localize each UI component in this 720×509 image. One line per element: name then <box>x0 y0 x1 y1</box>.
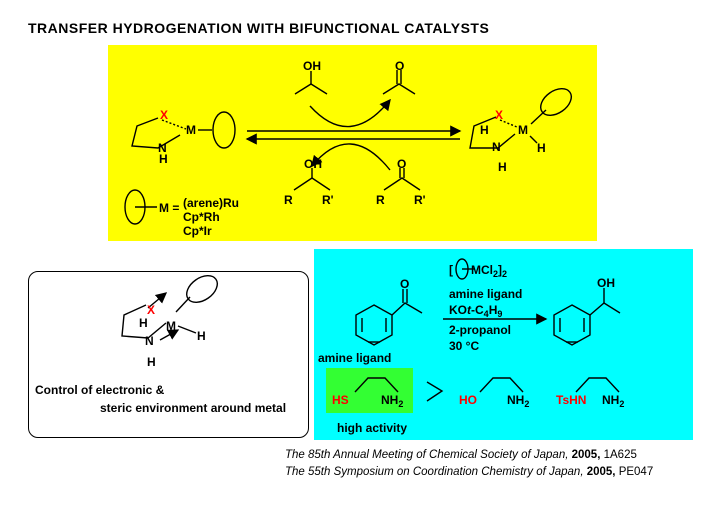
solvent-label: 2-propanol <box>449 323 511 337</box>
n-label: N <box>158 141 167 155</box>
h-label: H <box>159 152 168 166</box>
metal-cp-ir: Cp*Ir <box>183 224 212 238</box>
control-line-1: Control of electronic & <box>35 383 165 397</box>
tshn-label: TsHN <box>556 393 586 407</box>
r-label: R <box>376 193 385 207</box>
oh-label: OH <box>304 157 322 171</box>
bottom-curved-arrow <box>311 143 391 171</box>
control-box <box>28 271 309 438</box>
page-title: TRANSFER HYDROGENATION WITH BIFUNCTIONAL… <box>28 20 490 36</box>
amine-ligand-label: amine ligand <box>318 351 391 365</box>
h-label: H <box>139 316 148 330</box>
temperature-label: 30 °C <box>449 339 479 353</box>
amine-ligand-reagent: amine ligand <box>449 287 522 301</box>
n-label: N <box>145 334 154 348</box>
top-curved-arrow <box>309 98 391 128</box>
h-label: H <box>197 329 206 343</box>
h-label: H <box>147 355 156 369</box>
product-oh-label: OH <box>597 276 615 290</box>
reference-1: The 85th Annual Meeting of Chemical Soci… <box>285 449 637 461</box>
o-label: O <box>397 157 406 171</box>
m-label: M <box>186 123 196 137</box>
isopropanol-bonds <box>294 83 328 95</box>
x-label: X <box>147 303 155 317</box>
nh2-label: NH2 <box>602 393 624 409</box>
metal-cp-rh: Cp*Rh <box>183 210 220 224</box>
x-label: X <box>495 108 503 122</box>
h-label: H <box>537 141 546 155</box>
r-label: R <box>284 193 293 207</box>
acetone-bonds <box>382 83 416 95</box>
high-activity-highlight <box>326 368 413 413</box>
reference-2: The 55th Symposium on Coordination Chemi… <box>285 466 654 478</box>
control-line-2: steric environment around metal <box>100 401 287 415</box>
nh2-label: NH2 <box>381 393 403 409</box>
n-label: N <box>492 140 501 154</box>
ho-label: HO <box>459 393 477 407</box>
r-prime-label: R' <box>322 193 334 207</box>
o-label: O <box>395 59 404 73</box>
high-activity-label: high activity <box>337 421 407 435</box>
metal-arene-ru: (arene)Ru <box>183 196 239 210</box>
m-label: M <box>166 319 176 333</box>
r-prime-label: R' <box>414 193 426 207</box>
oh-label: OH <box>303 59 321 73</box>
catalyst-precursor: [MCl2]2 <box>449 263 507 279</box>
h-label: H <box>498 160 507 174</box>
x-label: X <box>160 108 168 122</box>
catalytic-cycle-panel <box>108 45 597 241</box>
base-reagent: KOt-C4H9 <box>449 303 502 319</box>
h-label: H <box>480 123 489 137</box>
hs-label: HS <box>332 393 349 407</box>
m-equals-label: M = <box>159 201 179 215</box>
alcohol-bonds <box>293 177 331 191</box>
o-label: O <box>400 277 409 291</box>
nh2-label: NH2 <box>507 393 529 409</box>
m-label: M <box>518 123 528 137</box>
